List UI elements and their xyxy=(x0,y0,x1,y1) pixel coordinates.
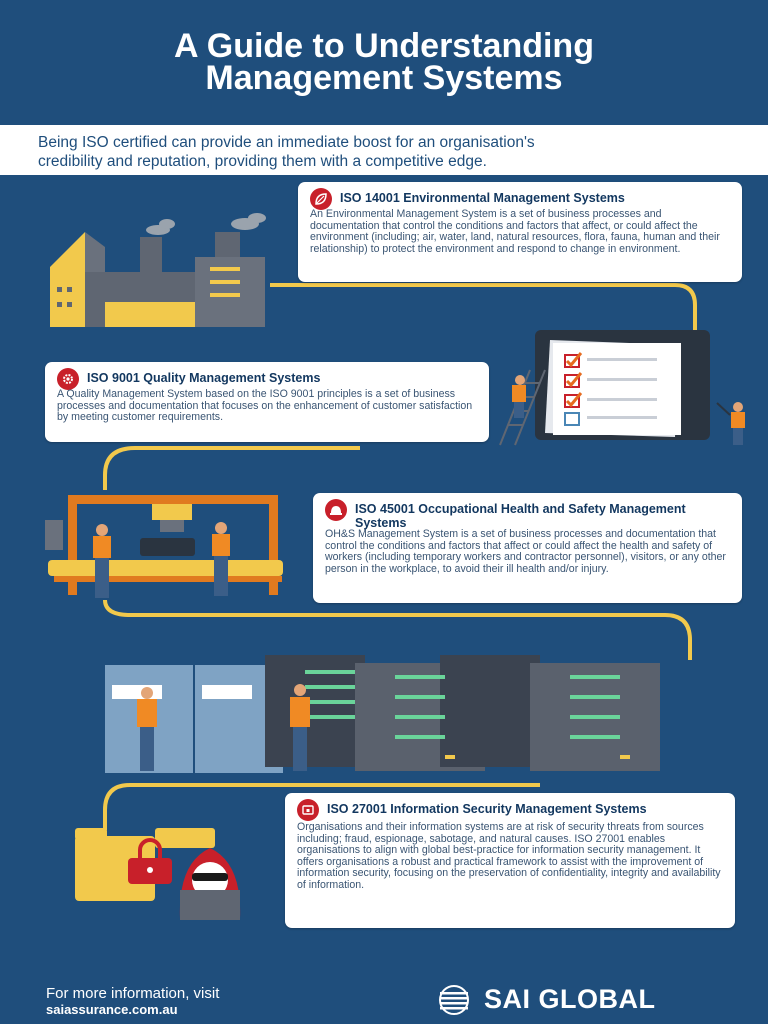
worker-at-panel xyxy=(137,687,157,771)
iso-9001-body: A Quality Management System based on the… xyxy=(57,388,473,424)
logo-text: SAI GLOBAL xyxy=(484,984,656,1014)
hooded-figure xyxy=(179,848,241,920)
intro-banner: Being ISO certified can provide an immed… xyxy=(0,125,768,175)
intro-line-2: credibility and reputation, providing th… xyxy=(38,153,487,170)
globe-logo-icon xyxy=(439,984,469,1015)
footer-info: For more information, visit saiassurance… xyxy=(46,986,219,1017)
sai-global-logo: SAI GLOBAL xyxy=(432,984,656,1015)
server-room-illustration xyxy=(105,655,660,773)
iso-9001-title: ISO 9001 Quality Management Systems xyxy=(87,371,321,385)
iso-45001-card: ISO 45001 Occupational Health and Safety… xyxy=(313,493,742,603)
iso-45001-title: ISO 45001 Occupational Health and Safety… xyxy=(355,502,686,530)
website-link[interactable]: saiassurance.com.au xyxy=(46,1002,178,1017)
leaf-icon xyxy=(310,188,332,210)
worker-with-tablet xyxy=(290,684,310,771)
iso-27001-card: ISO 27001 Information Security Managemen… xyxy=(285,793,735,928)
hard-hat-icon xyxy=(325,499,347,521)
shield-lock-icon xyxy=(297,799,319,821)
worker-left xyxy=(93,524,111,598)
worker-right xyxy=(212,522,230,596)
folder-icon xyxy=(75,828,215,901)
gear-icon xyxy=(57,368,79,390)
iso-14001-body: An Environmental Management System is a … xyxy=(310,208,720,255)
title-line-1: A Guide to Understanding xyxy=(174,27,594,65)
padlock-icon xyxy=(128,838,172,884)
iso-45001-body: OH&S Management System is a set of busin… xyxy=(325,528,726,575)
factory-illustration xyxy=(50,213,266,327)
footer-text: For more information, visit xyxy=(46,985,220,1002)
smoke-cloud xyxy=(146,213,266,235)
title-line-2: Management Systems xyxy=(205,59,563,97)
checklist-illustration xyxy=(499,330,745,446)
worker-figure xyxy=(512,375,526,418)
iso-27001-title: ISO 27001 Information Security Managemen… xyxy=(327,802,647,816)
assembly-line-illustration xyxy=(45,495,283,598)
page-title: A Guide to Understanding Management Syst… xyxy=(0,27,768,97)
worker-with-tool xyxy=(716,402,745,445)
iso-27001-body: Organisations and their information syst… xyxy=(297,821,721,891)
hacker-illustration xyxy=(75,828,241,920)
intro-text: Being ISO certified can provide an immed… xyxy=(0,125,768,171)
intro-line-1: Being ISO certified can provide an immed… xyxy=(38,134,535,151)
iso-14001-title: ISO 14001 Environmental Management Syste… xyxy=(340,191,625,205)
iso-14001-card: ISO 14001 Environmental Management Syste… xyxy=(298,182,742,282)
checkbox-items xyxy=(564,352,657,426)
iso-9001-card: ISO 9001 Quality Management Systems A Qu… xyxy=(45,362,489,442)
